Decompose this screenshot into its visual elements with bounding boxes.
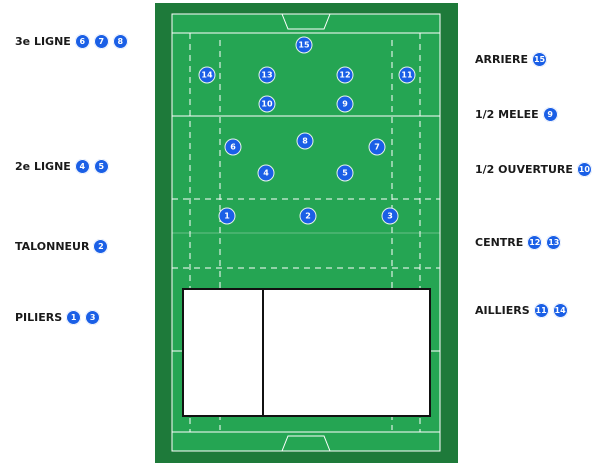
player-9: 9	[337, 96, 353, 112]
player-3: 3	[382, 208, 398, 224]
badge-3: 3	[85, 310, 101, 325]
badge-1: 1	[66, 310, 82, 325]
label-ailliers: AILLIERS 11 14	[475, 303, 568, 318]
badge-4: 4	[74, 159, 90, 174]
badge-12: 12	[527, 235, 543, 250]
label-demi-ouverture: 1/2 OUVERTURE 10	[475, 162, 592, 177]
player-8: 8	[297, 133, 313, 149]
label-centre: CENTRE 12 13	[475, 235, 562, 250]
badge-13: 13	[546, 235, 562, 250]
label-demi-melee: 1/2 MELEE 9	[475, 107, 558, 122]
player-5: 5	[337, 165, 353, 181]
player-2: 2	[300, 208, 316, 224]
player-13: 13	[259, 67, 275, 83]
label-arriere: ARRIERE 15	[475, 52, 548, 67]
scrum-box	[182, 288, 431, 417]
badge-5: 5	[93, 159, 109, 174]
badge-6: 6	[74, 34, 90, 49]
badge-14: 14	[552, 303, 568, 318]
player-6: 6	[225, 139, 241, 155]
player-4: 4	[258, 165, 274, 181]
player-7: 7	[369, 139, 385, 155]
label-3e-ligne: 3e LIGNE 6 7 8	[15, 34, 128, 49]
badge-10: 10	[576, 162, 592, 177]
badge-8: 8	[112, 34, 128, 49]
player-14: 14	[199, 67, 215, 83]
label-piliers: PILIERS 1 3	[15, 310, 101, 325]
player-1: 1	[219, 208, 235, 224]
badge-2: 2	[93, 239, 109, 254]
badge-7: 7	[93, 34, 109, 49]
player-11: 11	[399, 67, 415, 83]
player-15: 15	[296, 37, 312, 53]
badge-11: 11	[533, 303, 549, 318]
label-2e-ligne: 2e LIGNE 4 5	[15, 159, 109, 174]
badge-9: 9	[542, 107, 558, 122]
label-talonneur: TALONNEUR 2	[15, 239, 109, 254]
player-10: 10	[259, 96, 275, 112]
player-12: 12	[337, 67, 353, 83]
badge-15: 15	[532, 52, 548, 67]
